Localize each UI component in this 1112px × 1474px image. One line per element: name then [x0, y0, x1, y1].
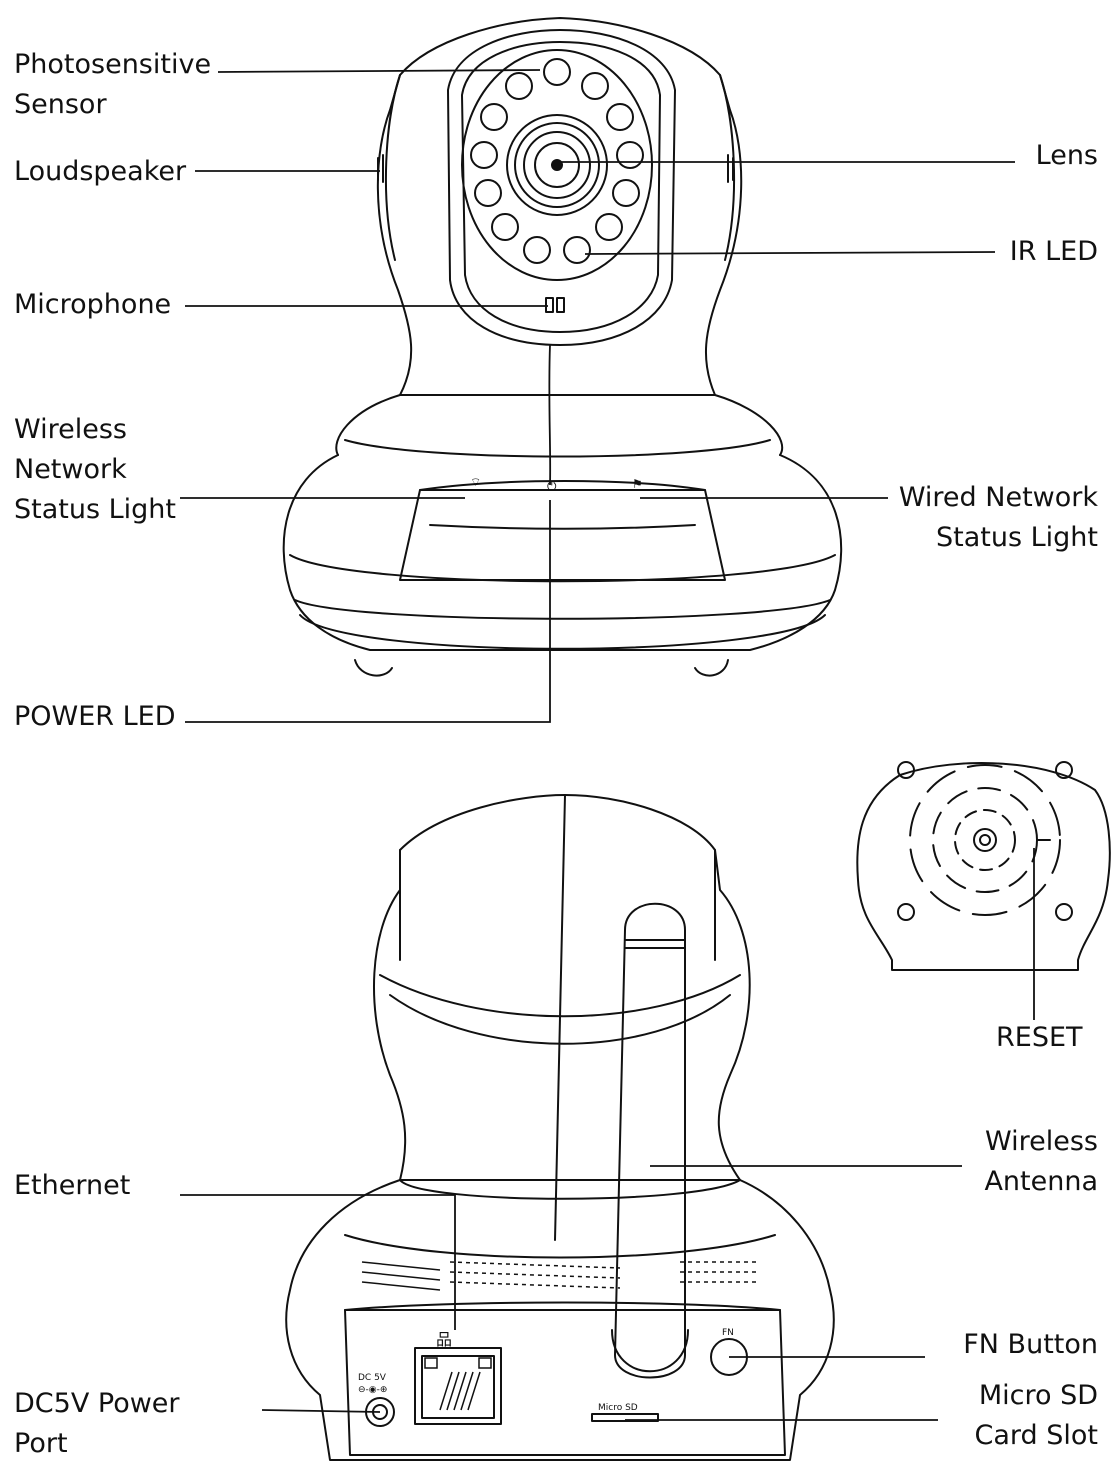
mount-inner-dashed-ring [955, 810, 1015, 870]
ir-led [596, 214, 622, 240]
label-power-led: POWER LED [14, 697, 176, 737]
lens-assembly [507, 115, 607, 215]
ethernet-port-icon: 品 [436, 1330, 452, 1349]
ethernet-port [415, 1348, 501, 1424]
front-neck [336, 395, 782, 455]
front-status-panel [400, 490, 725, 580]
mount-screw-hole [898, 904, 914, 920]
ethernet-port-inner [422, 1356, 494, 1418]
label-ir-led: IR LED [1010, 232, 1098, 272]
label-wired-network-status-light: Wired Network Status Light [899, 478, 1098, 558]
leader-photosensitive-sensor [218, 70, 540, 72]
microphone-hole [546, 298, 553, 312]
label-dc5v-power-port: DC5V Power Port [14, 1384, 180, 1464]
mount-bottom-view [857, 762, 1110, 970]
rear-vent-grille [362, 1262, 760, 1290]
ir-led [607, 104, 633, 130]
front-neck-curve [345, 440, 770, 457]
ir-led [481, 104, 507, 130]
front-left-arm [386, 75, 400, 260]
ir-led [617, 142, 643, 168]
front-base-ring [290, 555, 835, 581]
leader-ir-led [585, 252, 995, 254]
front-foot-left [355, 660, 392, 676]
front-speaker-right [728, 155, 733, 182]
wireless-antenna-body [615, 904, 685, 1378]
mount-screw-hole [898, 762, 914, 778]
ir-led [564, 237, 590, 263]
ethernet-pins [425, 1358, 491, 1410]
reset-button-core [980, 835, 990, 845]
micro-sd-marking: Micro SD [598, 1403, 638, 1413]
front-base-ring-lower [295, 600, 830, 619]
front-base-outline [284, 455, 842, 650]
ir-led [544, 59, 570, 85]
front-panel-line [420, 481, 705, 490]
label-fn-button: FN Button [963, 1325, 1098, 1365]
label-reset: RESET [996, 1018, 1083, 1058]
antenna-base-collar [612, 1330, 688, 1371]
label-wireless-antenna: Wireless Antenna [984, 1122, 1098, 1202]
rear-view: DC 5V ⊖-◉-⊕ 品 Micro SD FN [286, 795, 834, 1460]
label-photosensitive-sensor: Photosensitive Sensor [14, 45, 211, 125]
rear-base-upper-ring [345, 1235, 775, 1258]
leader-power-led [185, 500, 550, 722]
label-microphone: Microphone [14, 285, 171, 325]
front-view: ⌔ ⏻ ⚑ [284, 18, 842, 676]
label-micro-sd-card-slot: Micro SD Card Slot [975, 1376, 1099, 1456]
power-icon: ⏻ [547, 479, 557, 493]
leader-power-led-upper [549, 345, 550, 485]
rear-neck-line [400, 1180, 740, 1199]
mount-outline [857, 763, 1110, 970]
front-panel-groove [430, 525, 695, 529]
rear-port-panel-top [345, 1303, 780, 1311]
front-foot-right [695, 660, 728, 676]
leader-lines [180, 70, 1034, 1420]
reset-button [974, 829, 996, 851]
ir-led [471, 142, 497, 168]
ir-led [524, 237, 550, 263]
ir-led [613, 180, 639, 206]
lens-center [551, 159, 563, 171]
label-loudspeaker: Loudspeaker [14, 152, 186, 192]
leader-dc5v-power [262, 1410, 380, 1412]
mount-screw-hole [1056, 904, 1072, 920]
dc-5v-marking: DC 5V [358, 1373, 387, 1383]
label-lens: Lens [1036, 136, 1098, 176]
mount-middle-dashed-ring [933, 788, 1037, 892]
ir-led [492, 214, 518, 240]
rear-head-outline [374, 795, 750, 1180]
label-ethernet: Ethernet [14, 1166, 130, 1206]
front-base-bottom [300, 615, 825, 649]
dc-polarity-icon: ⊖-◉-⊕ [358, 1385, 387, 1395]
wifi-status-icon: ⌔ [470, 475, 481, 489]
fn-marking: FN [722, 1328, 734, 1338]
ir-led [506, 73, 532, 99]
front-speaker-left [378, 155, 383, 182]
rear-head-seam [555, 795, 565, 1240]
microphone-hole [557, 298, 564, 312]
label-wireless-network-status-light: Wireless Network Status Light [14, 410, 176, 530]
wired-network-icon: ⚑ [632, 477, 643, 491]
rear-port-panel [345, 1310, 785, 1455]
antenna-band [625, 940, 685, 948]
ir-led [475, 180, 501, 206]
ir-led [582, 73, 608, 99]
